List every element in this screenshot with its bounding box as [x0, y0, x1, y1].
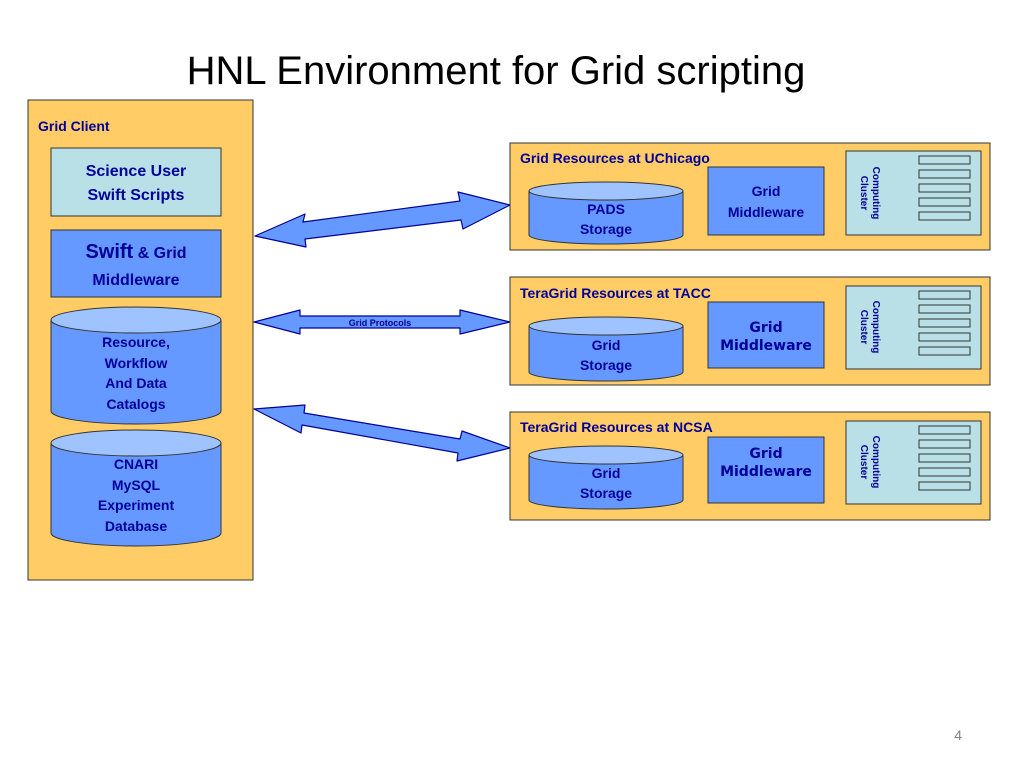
swift-middleware-box: Swift & Grid Middleware — [50, 229, 222, 298]
middleware-box: Grid Middleware — [707, 436, 825, 504]
swift-line-2: Middleware — [92, 272, 179, 289]
cluster-line-2: Cluster — [858, 445, 869, 480]
catalog-line-4: Catalogs — [106, 396, 165, 412]
server-unit — [918, 211, 971, 221]
slide-title: HNL Environment for Grid scripting — [187, 49, 806, 93]
swift-line-1: Swift & Grid — [85, 241, 186, 263]
catalog-line-1: Resource, — [102, 334, 170, 350]
catalog-line-2: Workflow — [105, 355, 168, 371]
resource-label: TeraGrid Resources at NCSA — [520, 419, 713, 435]
science-line-2: Swift Scripts — [88, 187, 185, 204]
cluster-line-1: Computing — [870, 301, 881, 354]
storage-database: PADS Storage — [528, 181, 684, 245]
middleware-line-2: Middleware — [728, 204, 804, 220]
cluster-line-1: Computing — [870, 436, 881, 489]
middleware-box: Grid Middleware — [707, 166, 825, 236]
server-unit — [918, 169, 971, 179]
server-unit — [918, 332, 971, 342]
computing-cluster: Computing Cluster — [845, 285, 982, 370]
resource-label: Grid Resources at UChicago — [520, 150, 710, 166]
server-unit — [918, 467, 971, 477]
server-unit — [918, 197, 971, 207]
middleware-line-1: Grid — [749, 320, 782, 336]
cluster-line-2: Cluster — [858, 176, 869, 211]
server-unit — [918, 439, 971, 449]
resource-panel-tacc: TeraGrid Resources at TACC Grid Storage … — [509, 276, 991, 386]
cnari-database: CNARI MySQL Experiment Database — [50, 429, 222, 547]
cnari-line-2: MySQL — [112, 477, 161, 493]
server-unit — [918, 155, 971, 165]
computing-cluster: Computing Cluster — [845, 420, 982, 505]
page-number: 4 — [954, 727, 962, 743]
resource-panel-uchicago: Grid Resources at UChicago PADS Storage … — [509, 142, 991, 251]
cnari-line-3: Experiment — [98, 497, 175, 513]
cluster-line-1: Computing — [870, 167, 881, 220]
swift-word: Swift — [85, 241, 133, 263]
server-unit — [918, 290, 971, 300]
swift-rest: & Grid — [133, 245, 186, 262]
science-line-1: Science User — [86, 163, 187, 180]
middleware-line-1: Grid — [749, 446, 782, 462]
storage-database: Grid Storage — [528, 445, 684, 510]
grid-client-panel: Grid Client Science User Swift Scripts S… — [27, 99, 254, 581]
middleware-line-2: Middleware — [720, 464, 812, 480]
grid-protocols-label: Grid Protocols — [349, 318, 412, 328]
science-user-box: Science User Swift Scripts — [50, 147, 222, 217]
storage-line-1: Grid — [592, 465, 621, 481]
arrow-uchicago — [254, 191, 511, 248]
storage-database: Grid Storage — [528, 316, 684, 382]
resource-label: TeraGrid Resources at TACC — [520, 285, 711, 301]
middleware-box: Grid Middleware — [707, 301, 825, 369]
server-unit — [918, 453, 971, 463]
grid-client-label: Grid Client — [38, 118, 110, 134]
storage-line-2: Storage — [580, 357, 632, 373]
catalog-database: Resource, Workflow And Data Catalogs — [50, 306, 222, 425]
server-unit — [918, 346, 971, 356]
resource-panel-ncsa: TeraGrid Resources at NCSA Grid Storage … — [509, 411, 991, 521]
server-unit — [918, 183, 971, 193]
arrow-ncsa — [253, 404, 511, 462]
storage-line-1: Grid — [592, 337, 621, 353]
server-unit — [918, 481, 971, 491]
catalog-line-3: And Data — [105, 375, 167, 391]
middleware-line-1: Grid — [752, 183, 781, 199]
storage-line-2: Storage — [580, 221, 632, 237]
cnari-line-4: Database — [105, 518, 167, 534]
server-unit — [918, 304, 971, 314]
cnari-line-1: CNARI — [114, 456, 158, 472]
storage-line-2: Storage — [580, 485, 632, 501]
cluster-line-2: Cluster — [858, 310, 869, 345]
arrows: Grid Protocols — [253, 191, 511, 462]
computing-cluster: Computing Cluster — [845, 150, 982, 236]
storage-line-1: PADS — [587, 201, 625, 217]
server-unit — [918, 318, 971, 328]
middleware-line-2: Middleware — [720, 338, 812, 354]
server-unit — [918, 425, 971, 435]
